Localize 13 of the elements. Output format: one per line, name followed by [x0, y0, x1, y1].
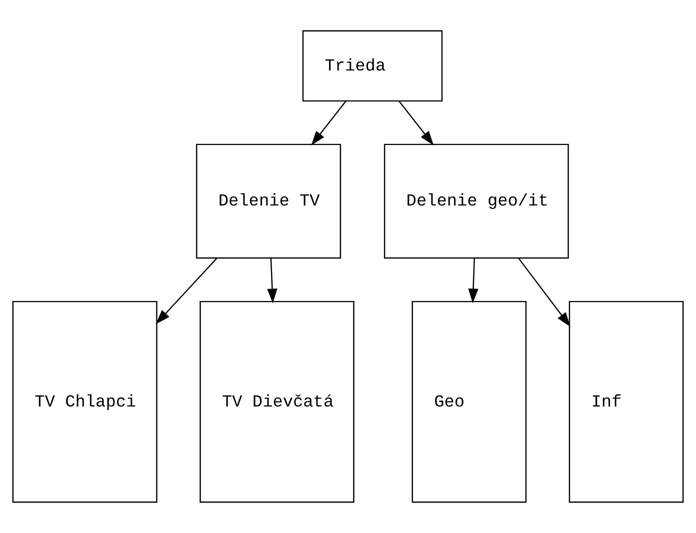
arrow [468, 258, 478, 304]
node-box: Delenie geo/it [384, 144, 569, 259]
node-box: Geo [412, 300, 527, 503]
arrow [311, 100, 346, 146]
node-box: TV Chlapci [12, 300, 158, 503]
node-box: Trieda [302, 30, 443, 102]
arrow [518, 258, 570, 327]
arrow [398, 100, 434, 146]
node-box: Inf [568, 300, 684, 503]
arrow [267, 258, 278, 304]
arrow [156, 258, 218, 324]
node-box: TV Dievčatá [200, 300, 354, 503]
node-box: Delenie TV [196, 144, 342, 259]
